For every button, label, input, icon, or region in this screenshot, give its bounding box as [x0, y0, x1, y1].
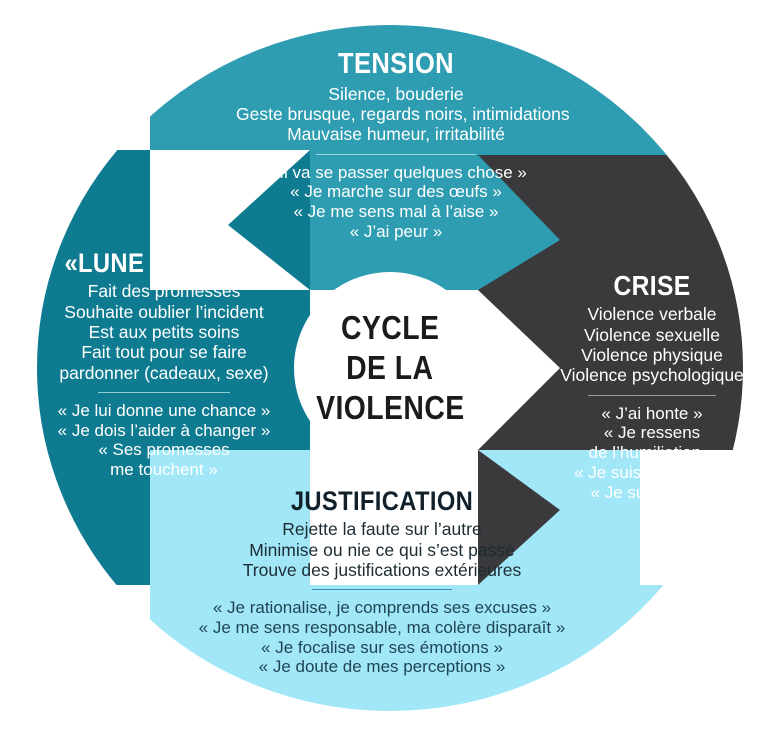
list-item: Violence psychologique: [560, 365, 744, 386]
segment-quotes-justification: « Je rationalise, je comprends ses excus…: [172, 598, 592, 677]
arrow-notch-lune-to-tension: [228, 150, 310, 290]
segment-lune-de-miel: «LUNE DE MIEL» Fait des promesses Souhai…: [40, 248, 288, 480]
list-item: Trouve des justifications extérieures: [242, 559, 522, 580]
list-item: « Je lui donne une chance »: [57, 400, 271, 420]
list-item: « J’ai peur »: [349, 221, 443, 241]
segment-title-crise: CRISE: [613, 270, 691, 301]
list-item: « Je dois l’aider à changer »: [57, 420, 271, 440]
list-item: Rejette la faute sur l’autre: [282, 519, 482, 540]
divider: [588, 394, 716, 396]
divider: [312, 589, 452, 591]
list-item: « Je focalise sur ses émotions »: [261, 637, 503, 657]
center-hub-title: CYCLE DE LA VIOLENCE: [295, 273, 485, 463]
list-item: me touchent »: [110, 459, 218, 479]
list-item: Silence, bouderie: [328, 83, 464, 104]
list-item: « Ses promesses: [98, 440, 230, 460]
list-item: Geste brusque, regards noirs, intimidati…: [236, 103, 570, 124]
list-item: Fait tout pour se faire: [81, 342, 247, 363]
list-item: « J’ai honte »: [601, 403, 703, 423]
segment-quotes-lune-de-miel: « Je lui donne une chance » « Je dois l’…: [40, 401, 288, 480]
arrow-notch-justification-to-lune: [228, 450, 310, 585]
list-item: « Il va se passer quelques chose »: [265, 162, 527, 182]
arrow-notch-crise-to-justification: [478, 450, 560, 585]
segment-quotes-tension: « Il va se passer quelques chose » « Je …: [236, 163, 556, 242]
list-item: Minimise ou nie ce qui s’est passé: [249, 539, 515, 560]
wheel-outline: [33, 21, 747, 715]
segment-quotes-crise: « J’ai honte » « Je ressens de l’humilia…: [536, 404, 768, 503]
divider: [98, 391, 230, 393]
segment-behaviors-justification: Rejette la faute sur l’autre Minimise ou…: [172, 519, 592, 580]
segment-behaviors-tension: Silence, bouderie Geste brusque, regards…: [236, 83, 570, 145]
list-item: « Je me sens responsable, ma colère disp…: [198, 617, 566, 637]
list-item: « Je doute de mes perceptions »: [258, 657, 506, 677]
center-hub-circle: [294, 272, 486, 464]
center-title-line: CYCLE: [340, 308, 440, 346]
segment-tension: TENSION Silence, bouderie Geste brusque,…: [236, 48, 570, 242]
segment-behaviors-crise: Violence verbale Violence sexuelle Viole…: [536, 304, 768, 385]
segment-title-lune-de-miel: «LUNE DE MIEL»: [64, 248, 264, 278]
list-item: Violence verbale: [587, 304, 717, 325]
segment-crise: CRISE Violence verbale Violence sexuelle…: [536, 270, 768, 502]
center-title-line: DE LA: [346, 348, 434, 386]
list-item: Violence sexuelle: [584, 324, 720, 345]
list-item: pardonner (cadeaux, sexe): [59, 362, 269, 383]
list-item: Est aux petits soins: [88, 321, 240, 342]
list-item: « Je rationalise, je comprends ses excus…: [212, 598, 552, 618]
list-item: « Je suis triste »: [590, 482, 714, 502]
list-item: de l’humiliation »: [588, 443, 716, 463]
segment-title-tension: TENSION: [338, 48, 454, 80]
list-item: « Je suis en colère »: [574, 462, 730, 482]
list-item: « Je marche sur des œufs »: [290, 182, 502, 202]
segment-title-justification: JUSTIFICATION: [290, 486, 474, 516]
segment-behaviors-lune-de-miel: Fait des promesses Souhaite oublier l’in…: [40, 281, 288, 382]
list-item: Fait des promesses: [87, 281, 241, 302]
list-item: Violence physique: [581, 345, 723, 366]
list-item: « Je ressens: [603, 423, 701, 443]
list-item: Souhaite oublier l’incident: [64, 301, 264, 322]
divider: [316, 153, 476, 155]
list-item: Mauvaise humeur, irritabilité: [287, 124, 505, 145]
segment-justification: JUSTIFICATION Rejette la faute sur l’aut…: [172, 486, 592, 677]
arrow-notch-tension-to-crise: [478, 155, 560, 290]
center-title-line: VIOLENCE: [315, 389, 465, 427]
list-item: « Je me sens mal à l’aise »: [293, 201, 499, 221]
